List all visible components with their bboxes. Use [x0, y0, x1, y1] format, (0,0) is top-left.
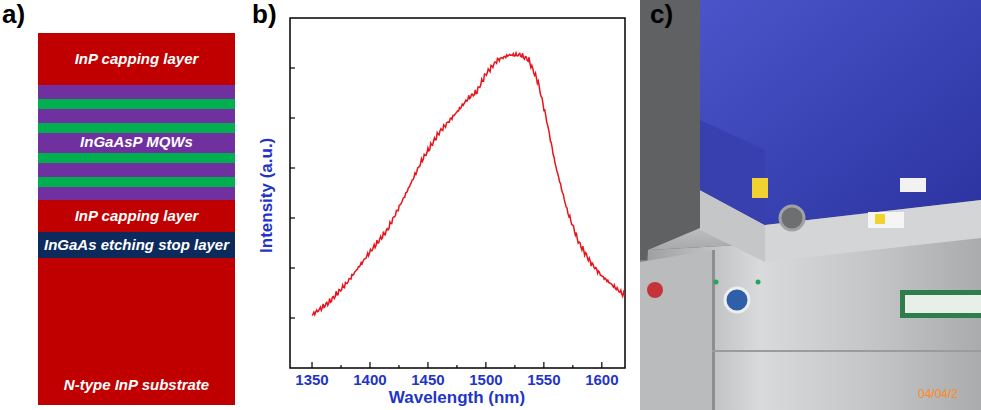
axis-tick: [290, 167, 295, 168]
layer-label: InP capping layer: [75, 208, 199, 225]
axis-tick: [427, 362, 428, 368]
layer-label: InP capping layer: [75, 51, 199, 68]
axis-tick: [290, 217, 295, 218]
layer-label: InGaAsP MQWs: [80, 134, 193, 151]
panel-letter: b): [252, 0, 277, 29]
layer-band: InP capping layer: [38, 33, 235, 85]
axis-tick: [290, 267, 295, 268]
tick-label: 1350: [295, 372, 328, 389]
equipment-photo: [640, 0, 981, 410]
tick-label: 1400: [353, 372, 386, 389]
tick-label: 1550: [527, 372, 560, 389]
axis-tick: [601, 362, 602, 368]
axis-tick: [369, 362, 370, 368]
spectrum-plot: [290, 18, 625, 368]
layer-band: InGaAs etching stop layer: [38, 232, 235, 258]
layer-label: N-type InP substrate: [64, 377, 209, 394]
axis-tick: [543, 362, 544, 368]
axis-tick: [340, 365, 341, 368]
date-stamp: 04/04/2: [918, 388, 958, 401]
panel-letter: a): [2, 0, 25, 29]
tick-label: 1600: [585, 372, 618, 389]
axis-title: Wavelength (nm): [389, 389, 525, 408]
axis-title: Intensity (a.u.): [259, 137, 278, 252]
axis-tick: [514, 365, 515, 368]
tick-label: 1500: [469, 372, 502, 389]
layer-band: N-type InP substrate: [38, 258, 235, 405]
axis-tick: [290, 317, 295, 318]
pl-spectrum-curve: [312, 53, 625, 316]
plot-frame: [290, 18, 625, 368]
layer-label: InGaAs etching stop layer: [44, 237, 229, 254]
axis-tick: [572, 365, 573, 368]
axis-tick: [398, 365, 399, 368]
layer-band: InP capping layer: [38, 200, 235, 232]
panel-letter: c): [650, 0, 673, 29]
axis-tick: [311, 362, 312, 368]
axis-tick: [290, 67, 295, 68]
axis-tick: [290, 117, 295, 118]
axis-tick: [485, 362, 486, 368]
layer-band: InGaAsP MQWs: [38, 85, 235, 200]
tick-label: 1450: [411, 372, 444, 389]
axis-tick: [456, 365, 457, 368]
